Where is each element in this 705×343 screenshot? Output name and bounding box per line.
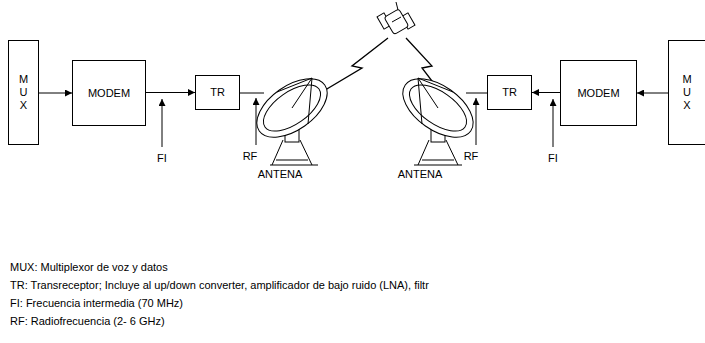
signal-label: FI bbox=[548, 152, 558, 165]
box-label: M U X bbox=[18, 73, 30, 112]
note: FI: Frecuencia intermedia (70 MHz) bbox=[10, 297, 183, 310]
signal-label: RF bbox=[464, 150, 479, 163]
note: RF: Radiofrecuencia (2- 6 GHz) bbox=[10, 315, 165, 328]
box-label: MODEM bbox=[88, 87, 130, 100]
signal-arrow bbox=[146, 92, 195, 93]
mux-box: M U X bbox=[668, 40, 705, 145]
transceiver-box: TR bbox=[487, 75, 532, 110]
part-name: ANTENA bbox=[398, 168, 443, 181]
box-label: M U X bbox=[681, 73, 693, 112]
part-name: ANTENA bbox=[258, 168, 303, 181]
box-label: TR bbox=[210, 86, 225, 99]
box-label: TR bbox=[502, 86, 517, 99]
note: MUX: Multiplexor de voz y datos bbox=[10, 261, 168, 274]
mux-box: M U X bbox=[8, 40, 39, 145]
signal-arrow bbox=[39, 93, 72, 94]
signal-label: FI bbox=[157, 152, 167, 165]
satellite bbox=[377, 2, 415, 35]
modem-box: MODEM bbox=[72, 60, 146, 126]
signal-arrow bbox=[532, 92, 560, 93]
antenna-dish bbox=[393, 67, 487, 165]
antenna-dish bbox=[240, 67, 337, 165]
signal-arrow bbox=[637, 93, 668, 94]
box-label: MODEM bbox=[577, 87, 619, 100]
transceiver-box: TR bbox=[195, 75, 240, 110]
signal-label: RF bbox=[243, 150, 258, 163]
note: TR: Transreceptor; Incluye al up/down co… bbox=[10, 279, 429, 292]
modem-box: MODEM bbox=[560, 60, 637, 126]
